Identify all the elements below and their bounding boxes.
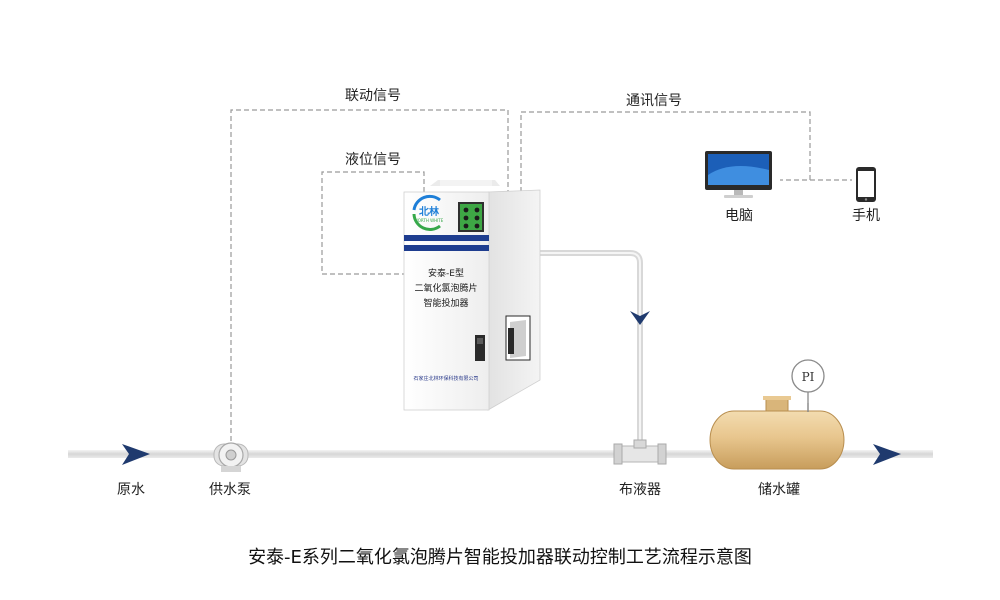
level-signal-line: [321, 171, 425, 275]
phone-label: 手机: [852, 208, 880, 224]
north-white-logo: 北林 NORTH WHITE: [412, 194, 444, 231]
communication-signal-line: [520, 111, 811, 192]
storage-tank-label: 储水罐: [758, 482, 800, 498]
raw-water-label: 原水: [117, 482, 145, 498]
machine-model-label: 安泰-E型: [428, 267, 464, 279]
phone-icon: [856, 167, 876, 202]
main-water-pipe: [68, 450, 933, 458]
computer-label: 电脑: [725, 208, 753, 224]
machine-company-label: 石家庄北林环保科技有限公司: [413, 375, 478, 382]
level-signal-label: 液位信号: [345, 152, 401, 168]
pressure-gauge-label: PI: [802, 370, 815, 384]
communication-signal-label: 通讯信号: [626, 93, 682, 109]
supply-pump-label: 供水泵: [209, 482, 251, 498]
storage-tank-icon: [709, 396, 845, 470]
svg-text:NORTH WHITE: NORTH WHITE: [415, 218, 444, 223]
machine-name-line1: 二氧化氯泡腾片: [414, 282, 477, 294]
computer-icon: [705, 151, 772, 198]
linkage-signal-label: 联动信号: [345, 88, 401, 104]
flow-arrow-outlet: [873, 444, 901, 465]
flow-arrow-inlet: [122, 444, 150, 465]
svg-text:北林: 北林: [419, 205, 440, 218]
supply-pump-icon: [213, 442, 249, 472]
dosing-machine: [403, 180, 541, 411]
flow-arrow-dosing: [630, 311, 650, 325]
liquid-distributor-icon: [613, 439, 667, 465]
pressure-gauge-icon: [791, 359, 825, 403]
linkage-signal-line: [230, 109, 509, 441]
dosing-pipe: [540, 250, 643, 452]
distributor-label: 布液器: [619, 482, 661, 498]
machine-name-line2: 智能投加器: [423, 297, 468, 309]
diagram-title: 安泰-E系列二氧化氯泡腾片智能投加器联动控制工艺流程示意图: [248, 547, 752, 568]
